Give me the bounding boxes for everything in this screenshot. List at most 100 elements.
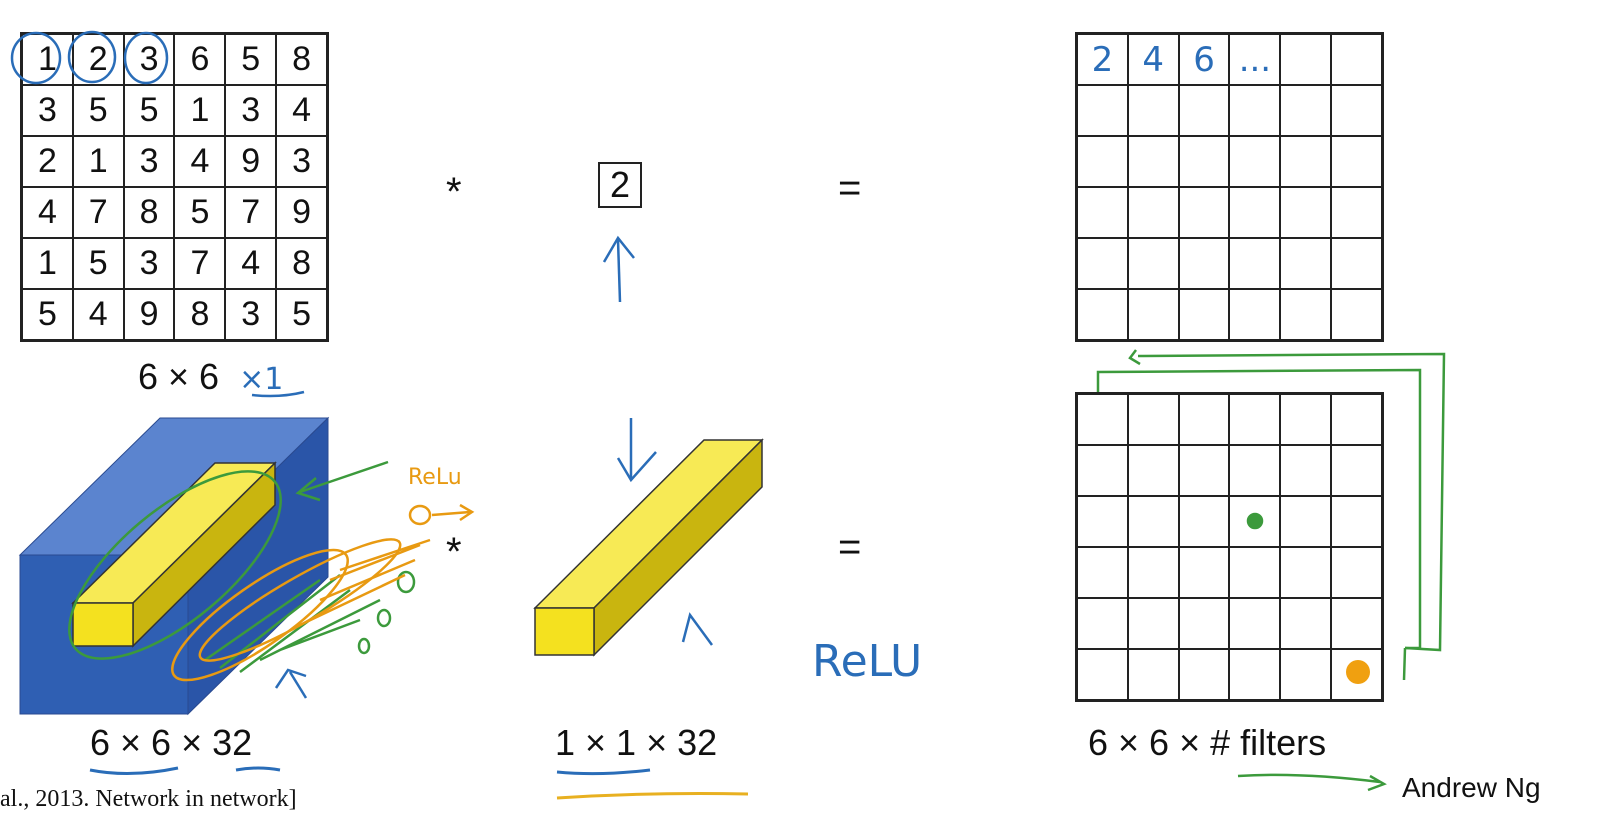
orange-annotations bbox=[171, 503, 1370, 684]
matrix-cell: 5 bbox=[72, 85, 124, 136]
output-cell bbox=[1077, 496, 1128, 547]
output-cell bbox=[1229, 187, 1281, 238]
output-cell bbox=[1280, 598, 1332, 649]
matrix-cell: 4 bbox=[72, 289, 124, 340]
output-cell: 6 bbox=[1178, 34, 1230, 85]
output-cell bbox=[1077, 289, 1128, 340]
matrix-cell: 3 bbox=[123, 136, 175, 187]
output-cell bbox=[1331, 289, 1382, 340]
matrix-cell: 7 bbox=[72, 187, 124, 238]
handwritten-circles bbox=[10, 30, 169, 85]
output-cell bbox=[1178, 289, 1230, 340]
output-cell bbox=[1280, 394, 1332, 445]
output-cell bbox=[1280, 238, 1332, 289]
output-cell bbox=[1077, 445, 1128, 496]
matrix-cell: 2 bbox=[22, 136, 73, 187]
output-cell bbox=[1077, 187, 1128, 238]
output-cell bbox=[1127, 187, 1179, 238]
output-cell bbox=[1331, 649, 1382, 700]
output-cell bbox=[1178, 547, 1230, 598]
matrix-cell: 4 bbox=[22, 187, 73, 238]
convolution-operator-top: * bbox=[446, 170, 462, 214]
matrix-cell: 4 bbox=[276, 85, 327, 136]
matrix-cell: 1 bbox=[174, 85, 226, 136]
output-cell bbox=[1077, 547, 1128, 598]
output-cell bbox=[1127, 496, 1179, 547]
output-cell bbox=[1331, 34, 1382, 85]
output-cell bbox=[1331, 496, 1382, 547]
output-cell bbox=[1229, 547, 1281, 598]
convolution-operator-bottom: * bbox=[446, 530, 462, 574]
author-credit: Andrew Ng bbox=[1402, 772, 1541, 803]
handwritten-relu: ReLU bbox=[812, 636, 923, 687]
matrix-cell: 8 bbox=[276, 238, 327, 289]
output-cell bbox=[1077, 649, 1128, 700]
matrix-cell: 5 bbox=[22, 289, 73, 340]
output-cell bbox=[1331, 598, 1382, 649]
matrix-cell: 8 bbox=[276, 34, 327, 85]
output-cell bbox=[1229, 238, 1281, 289]
output-cell bbox=[1280, 649, 1332, 700]
output-cell bbox=[1178, 187, 1230, 238]
output-cell bbox=[1331, 547, 1382, 598]
output-cell bbox=[1127, 136, 1179, 187]
output-cell bbox=[1127, 598, 1179, 649]
output-cell bbox=[1331, 394, 1382, 445]
output-cell bbox=[1077, 238, 1128, 289]
matrix-cell: 5 bbox=[225, 34, 277, 85]
output-cell bbox=[1229, 649, 1281, 700]
output-cell bbox=[1280, 187, 1332, 238]
handwritten-x1-note: ×1 bbox=[239, 362, 284, 397]
output-cell bbox=[1280, 289, 1332, 340]
output-cell bbox=[1229, 598, 1281, 649]
output-cell bbox=[1229, 136, 1281, 187]
output-cell bbox=[1229, 394, 1281, 445]
output-cell bbox=[1280, 34, 1332, 85]
output-cell bbox=[1127, 238, 1179, 289]
matrix-cell: 4 bbox=[174, 136, 226, 187]
matrix-cell: 5 bbox=[123, 85, 175, 136]
output-cell bbox=[1331, 187, 1382, 238]
matrix-cell: 9 bbox=[123, 289, 175, 340]
filter-1x1x32-bar bbox=[533, 438, 764, 657]
equals-operator-bottom: = bbox=[838, 525, 862, 569]
output-cell bbox=[1280, 136, 1332, 187]
matrix-cell: 9 bbox=[225, 136, 277, 187]
matrix-cell: 5 bbox=[276, 289, 327, 340]
output-cell bbox=[1178, 85, 1230, 136]
handwritten-arrows bbox=[274, 235, 714, 699]
output-cell bbox=[1331, 136, 1382, 187]
output-cell bbox=[1127, 85, 1179, 136]
output-cell bbox=[1127, 649, 1179, 700]
output-cell bbox=[1127, 547, 1179, 598]
citation: al., 2013. Network in network] bbox=[0, 786, 297, 812]
matrix-cell: 2 bbox=[72, 34, 124, 85]
matrix-cell: 3 bbox=[123, 238, 175, 289]
output-cell bbox=[1127, 445, 1179, 496]
output-cell: ... bbox=[1229, 34, 1281, 85]
matrix-cell: 6 bbox=[174, 34, 226, 85]
output-cell: 4 bbox=[1127, 34, 1179, 85]
output-cell bbox=[1077, 394, 1128, 445]
output-cell bbox=[1331, 445, 1382, 496]
output-cell bbox=[1331, 238, 1382, 289]
matrix-cell: 8 bbox=[123, 187, 175, 238]
output-cell bbox=[1077, 598, 1128, 649]
matrix-cell: 8 bbox=[174, 289, 226, 340]
output-cell bbox=[1178, 445, 1230, 496]
output-cell bbox=[1229, 496, 1281, 547]
output-cell bbox=[1127, 289, 1179, 340]
matrix-cell: 9 bbox=[276, 187, 327, 238]
output-cell bbox=[1077, 85, 1128, 136]
output-cell: 2 bbox=[1077, 34, 1128, 85]
matrix-cell: 3 bbox=[276, 136, 327, 187]
output-cell bbox=[1178, 649, 1230, 700]
output-matrix-bottom bbox=[1075, 392, 1384, 702]
filter-1x1-value: 2 bbox=[598, 162, 643, 208]
equals-operator-top: = bbox=[838, 166, 862, 210]
output-cell bbox=[1229, 289, 1281, 340]
output-cell bbox=[1178, 394, 1230, 445]
